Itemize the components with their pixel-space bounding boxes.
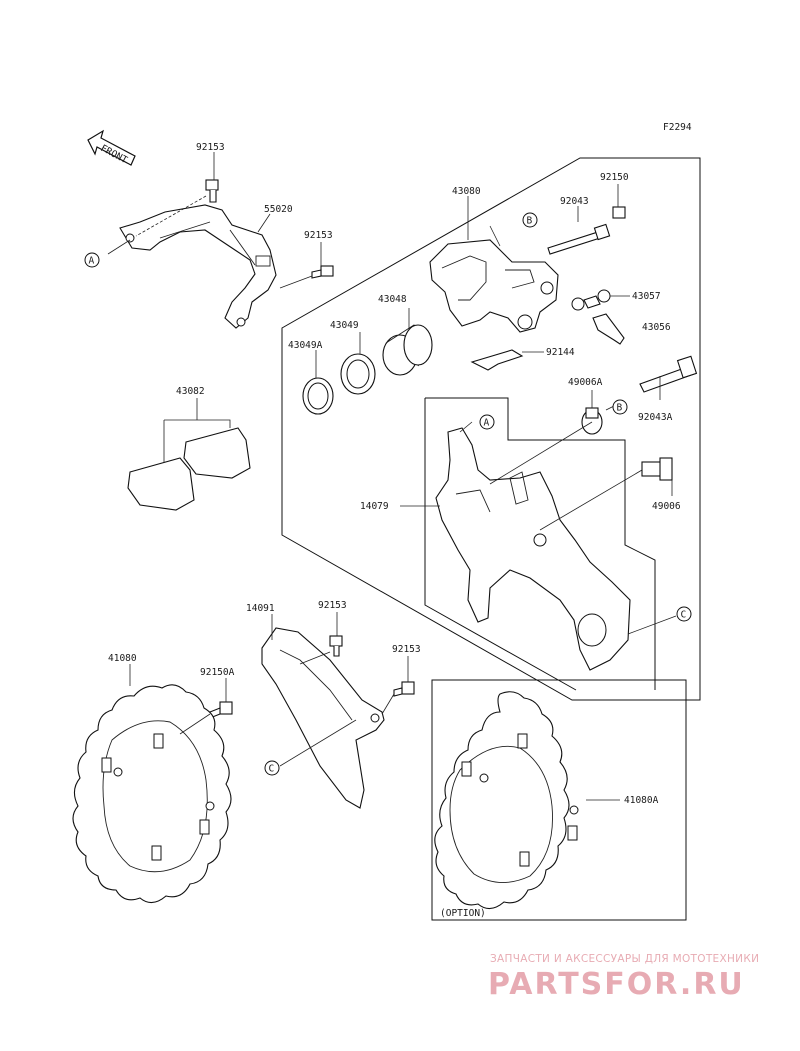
bleeder-43057-icon [571, 289, 611, 311]
label-55020: 55020 [264, 204, 293, 215]
callout-b-pin: B [612, 399, 628, 415]
bolt-92153-mid-icon [311, 265, 334, 279]
label-92153-guard: 92153 [318, 600, 347, 611]
leader-lines [107, 152, 677, 801]
label-43049: 43049 [330, 320, 359, 331]
brake-pads-43082 [127, 427, 251, 511]
label-14091: 14091 [246, 603, 275, 614]
bleeder-cap-92150-icon [612, 206, 626, 219]
label-92153-mid: 92153 [304, 230, 333, 241]
label-43082: 43082 [176, 386, 205, 397]
watermark-tagline: ЗАПЧАСТИ И АКСЕССУАРЫ ДЛЯ МОТОТЕХНИКИ [490, 953, 759, 965]
label-92150: 92150 [600, 172, 629, 183]
svg-text:A: A [89, 256, 95, 267]
bushing-49006A-icon [581, 407, 603, 435]
label-43048: 43048 [378, 294, 407, 305]
callout-a-bracket: A [479, 414, 495, 430]
label-41080A: 41080A [624, 795, 659, 806]
bolt-92150A-icon [209, 701, 233, 719]
label-43080: 43080 [452, 186, 481, 197]
brake-pedal-bracket-55020 [119, 204, 277, 329]
piston-43048-icon [382, 324, 433, 376]
callout-a-left: A [84, 252, 100, 268]
callout-b-caliper: B [522, 212, 538, 228]
label-92153-right: 92153 [392, 644, 421, 655]
svg-text:C: C [681, 610, 687, 621]
label-41080: 41080 [108, 653, 137, 664]
brake-caliper-43080 [429, 239, 559, 333]
bleeder-valve-43056-icon [592, 313, 625, 345]
brake-disc-41080A [434, 691, 579, 910]
label-92043A: 92043A [638, 412, 673, 423]
label-49006A: 49006A [568, 377, 603, 388]
label-92144: 92144 [546, 347, 575, 358]
option-frame [431, 679, 687, 921]
pin-92043A-icon [639, 355, 698, 393]
label-92153-top: 92153 [196, 142, 225, 153]
callout-c-guard: C [264, 760, 280, 776]
option-label: (OPTION) [440, 908, 486, 919]
watermark: ЗАПЧАСТИ И АКСЕССУАРЫ ДЛЯ МОТОТЕХНИКИ PA… [488, 953, 759, 1002]
label-14079: 14079 [360, 501, 389, 512]
bolt-92153-guard-icon [329, 635, 343, 657]
callout-c-bracket: C [676, 606, 692, 622]
part-labels: 92153 55020 92153 43080 92150 92043 4305… [108, 142, 681, 806]
disc-guard-14091 [261, 627, 385, 809]
label-43057: 43057 [632, 291, 661, 302]
svg-text:C: C [269, 764, 275, 775]
label-49006: 49006 [652, 501, 681, 512]
caliper-assembly-frame [281, 157, 701, 701]
watermark-brand: PARTSFOR.RU [488, 967, 745, 1002]
bracket-frame [425, 397, 656, 690]
figure-code: F2294 [663, 122, 692, 133]
bolt-92153-top-icon [205, 179, 219, 203]
caliper-bracket-14079 [435, 427, 631, 671]
svg-text:B: B [527, 216, 533, 227]
label-43049A: 43049A [288, 340, 323, 351]
brake-disc-41080 [72, 684, 232, 904]
svg-text:B: B [617, 403, 623, 414]
label-92150A: 92150A [200, 667, 235, 678]
bolt-92153-right-icon [393, 681, 415, 697]
sleeve-49006-icon [641, 457, 673, 481]
label-43056: 43056 [642, 322, 671, 333]
label-92043: 92043 [560, 196, 589, 207]
pin-92043-icon [547, 223, 611, 255]
front-arrow-icon: FRONT [87, 129, 136, 166]
spring-92144-icon [470, 349, 524, 371]
svg-text:A: A [484, 418, 490, 429]
